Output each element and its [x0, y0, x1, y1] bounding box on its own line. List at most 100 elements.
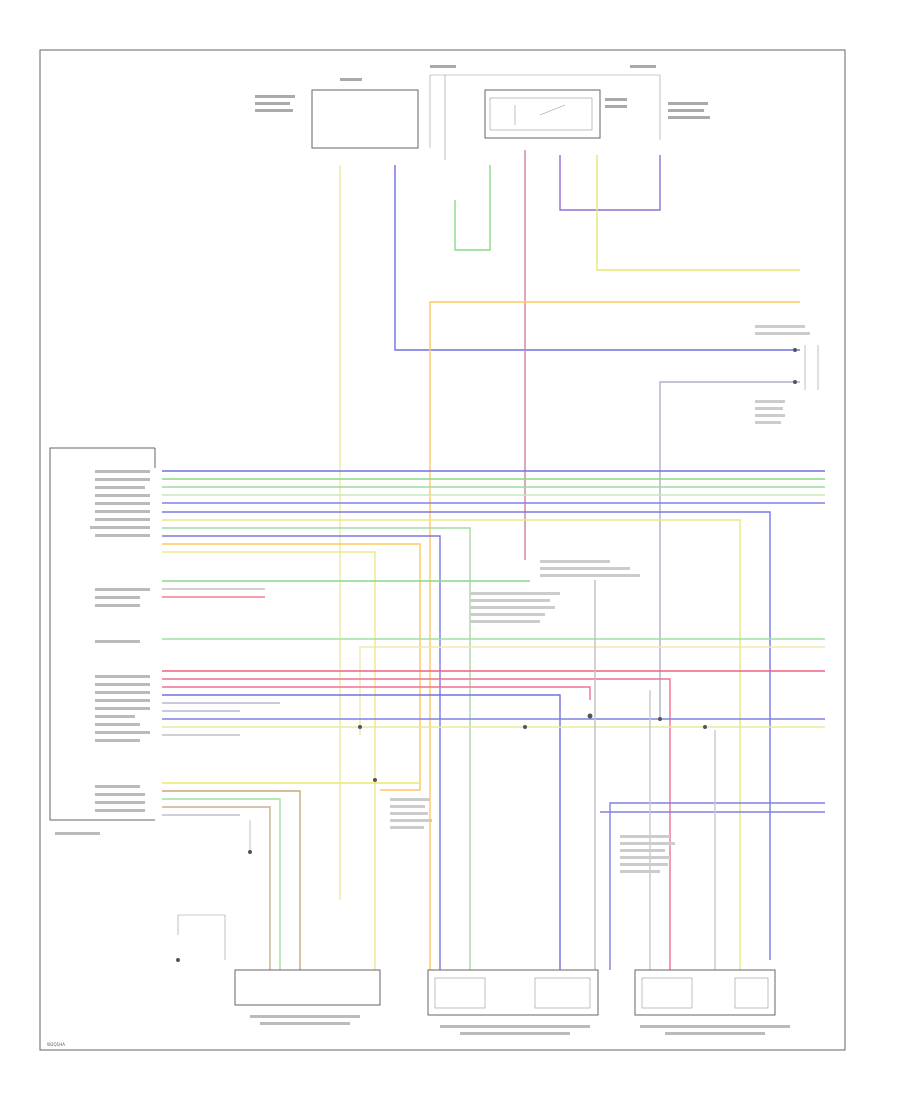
actuator-middle — [427, 969, 599, 1035]
pin-label — [95, 494, 150, 497]
splices — [358, 348, 797, 782]
relay-inner — [489, 97, 593, 131]
pin-label — [95, 478, 150, 481]
actuator-label — [250, 1015, 360, 1018]
annotation-mark — [390, 812, 428, 815]
annotation-mark — [390, 798, 430, 801]
pin-label — [95, 675, 150, 678]
label-mark — [605, 98, 627, 101]
wire-orange-drop — [162, 543, 421, 791]
annotations — [390, 325, 810, 873]
label-mark — [668, 116, 710, 119]
top-fuse-area — [255, 65, 710, 160]
wire-yellow-drop — [162, 519, 741, 970]
annotation-mark — [620, 849, 665, 852]
actuator-inner — [641, 977, 693, 1009]
pin-label — [95, 640, 140, 643]
annotation-mark — [540, 574, 640, 577]
pin-label — [95, 809, 145, 812]
pin-label — [95, 470, 150, 473]
wire-blue-drop — [162, 694, 561, 970]
pin-label — [95, 518, 150, 521]
ground-lead — [177, 914, 226, 960]
pin-label — [95, 604, 140, 607]
control-module-left — [49, 447, 156, 835]
annotation-mark — [620, 856, 670, 859]
right-upper-sensor — [659, 345, 819, 720]
actuator-box — [634, 969, 776, 1016]
annotation-mark — [390, 819, 432, 822]
annotation-mark — [620, 835, 670, 838]
pin-label — [95, 801, 145, 804]
pin-label — [95, 691, 150, 694]
annotation-mark — [470, 620, 540, 623]
annotation-mark — [755, 400, 785, 403]
annotation-mark — [390, 826, 424, 829]
annotation-mark — [755, 325, 805, 328]
annotation-mark — [755, 421, 781, 424]
label-mark — [605, 105, 627, 108]
wire-orange-long — [429, 301, 800, 970]
pin-label — [95, 596, 140, 599]
actuator-label — [460, 1032, 570, 1035]
splice-dot — [658, 717, 662, 721]
actuator-label — [260, 1022, 350, 1025]
wire-blue-drop — [162, 535, 441, 970]
wire-brown-drop — [162, 806, 271, 970]
splice-dot — [793, 380, 797, 384]
pin-label — [95, 502, 150, 505]
annotation-mark — [620, 863, 668, 866]
annotation-mark — [755, 407, 783, 410]
splice-dot — [523, 725, 527, 729]
actuator-inner — [534, 977, 591, 1009]
label-mark — [630, 65, 656, 68]
module-pin-labels — [55, 470, 150, 835]
fuse-box-left — [311, 89, 419, 149]
wire-brown-drop — [162, 790, 301, 970]
actuator-label — [640, 1025, 790, 1028]
pin-label — [95, 731, 150, 734]
pin-label — [90, 526, 150, 529]
ground-left — [248, 820, 252, 854]
annotation-mark — [620, 870, 660, 873]
splice-dot — [587, 713, 593, 719]
wire-blue-vertical — [394, 165, 800, 351]
wire-yellow-drop — [162, 551, 376, 970]
actuator-label — [440, 1025, 590, 1028]
pin-label — [95, 510, 150, 513]
ground-symbol — [248, 850, 252, 854]
relay-box — [484, 89, 601, 139]
annotation-mark — [755, 414, 785, 417]
module-outline — [49, 447, 155, 821]
actuator-left — [234, 969, 381, 1025]
ground-bottom — [176, 914, 226, 962]
horizontal-wires — [162, 470, 825, 970]
label-mark — [668, 109, 704, 112]
pin-label — [95, 588, 150, 591]
pin-label — [95, 534, 150, 537]
pin-label — [95, 793, 145, 796]
pin-label — [95, 699, 150, 702]
diagram-id: W2Q1HA — [47, 1042, 65, 1047]
label-mark — [255, 95, 295, 98]
actuator-box — [234, 969, 381, 1006]
wire-blue-right-lower — [609, 802, 825, 970]
annotation-mark — [470, 599, 550, 602]
actuator-label — [665, 1032, 765, 1035]
pin-label — [55, 832, 100, 835]
label-mark — [430, 65, 456, 68]
annotation-mark — [540, 567, 630, 570]
label-mark — [340, 78, 362, 81]
wire-green-drop — [162, 798, 281, 970]
ground-symbol — [176, 958, 180, 962]
actuator-inner — [734, 977, 769, 1009]
actuator-right — [634, 969, 790, 1035]
splice-dot — [703, 725, 707, 729]
label-mark — [255, 109, 293, 112]
wire-lightyellow-bus — [359, 646, 825, 735]
label-mark — [255, 102, 290, 105]
pin-label — [95, 715, 135, 718]
diagram-frame — [39, 49, 846, 1051]
relay-switch — [539, 104, 566, 116]
actuator-inner — [434, 977, 486, 1009]
